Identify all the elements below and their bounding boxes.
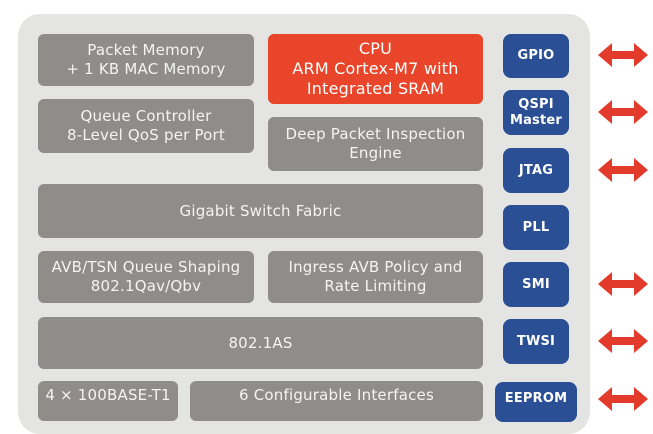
dpi-line-1: Deep Packet Inspection: [285, 125, 466, 143]
base-t1-block: 4 × 100BASE-T1: [38, 381, 178, 421]
avb-tsn-line-2: 802.1Qav/Qbv: [90, 277, 202, 295]
smi-bidirectional-arrow-icon: [598, 272, 648, 296]
twsi-label: TWSI: [516, 333, 556, 349]
packet-memory-line-2: + 1 KB MAC Memory: [66, 60, 226, 78]
avb-tsn-block: AVB/TSN Queue Shaping 802.1Qav/Qbv: [38, 251, 254, 303]
pll-label: PLL: [522, 219, 550, 235]
cpu-line-1: CPU: [358, 39, 393, 58]
ingress-avb-block: Ingress AVB Policy and Rate Limiting: [268, 251, 483, 303]
gpio-bidirectional-arrow-icon: [598, 43, 648, 67]
dpi-line-2: Engine: [349, 144, 402, 162]
avb-tsn-line-1: AVB/TSN Queue Shaping: [51, 258, 241, 276]
cpu-line-3: Integrated SRAM: [306, 79, 445, 98]
switch-fabric-label: Gigabit Switch Fabric: [179, 201, 342, 220]
eeprom-label: EEPROM: [504, 391, 568, 406]
jtag-interface: JTAG: [503, 148, 569, 193]
eeprom-interface: EEPROM: [495, 382, 577, 422]
queue-controller-line-1: Queue Controller: [80, 107, 212, 125]
smi-interface: SMI: [503, 262, 569, 307]
twsi-bidirectional-arrow-icon: [598, 329, 648, 353]
configurable-interfaces-label: 6 Configurable Interfaces: [239, 386, 434, 404]
qspi-line-1: QSPI: [518, 96, 554, 112]
cpu-block: CPU ARM Cortex-M7 with Integrated SRAM: [268, 34, 483, 104]
gpio-label: GPIO: [517, 48, 555, 63]
cpu-line-2: ARM Cortex-M7 with: [292, 59, 459, 78]
base-t1-label: 4 × 100BASE-T1: [45, 386, 171, 404]
gpio-interface: GPIO: [503, 34, 569, 78]
qspi-interface: QSPI Master: [503, 90, 569, 135]
configurable-interfaces-block: 6 Configurable Interfaces: [190, 381, 483, 421]
queue-controller-line-2: 8-Level QoS per Port: [66, 126, 225, 144]
smi-label: SMI: [522, 276, 550, 292]
queue-controller-block: Queue Controller 8-Level QoS per Port: [38, 99, 254, 153]
eeprom-bidirectional-arrow-icon: [598, 387, 648, 411]
ingress-avb-line-2: Rate Limiting: [324, 277, 427, 295]
jtag-bidirectional-arrow-icon: [598, 158, 648, 182]
jtag-label: JTAG: [518, 162, 554, 178]
switch-fabric-block: Gigabit Switch Fabric: [38, 184, 483, 238]
packet-memory-block: Packet Memory + 1 KB MAC Memory: [38, 34, 254, 86]
packet-memory-line-1: Packet Memory: [87, 41, 205, 59]
dpi-engine-block: Deep Packet Inspection Engine: [268, 117, 483, 171]
ingress-avb-line-1: Ingress AVB Policy and: [288, 258, 463, 276]
ieee-8021as-block: 802.1AS: [38, 317, 483, 369]
qspi-bidirectional-arrow-icon: [598, 100, 648, 124]
qspi-line-2: Master: [509, 112, 563, 128]
ieee-8021as-label: 802.1AS: [228, 333, 293, 352]
pll-interface: PLL: [503, 205, 569, 250]
twsi-interface: TWSI: [503, 319, 569, 364]
